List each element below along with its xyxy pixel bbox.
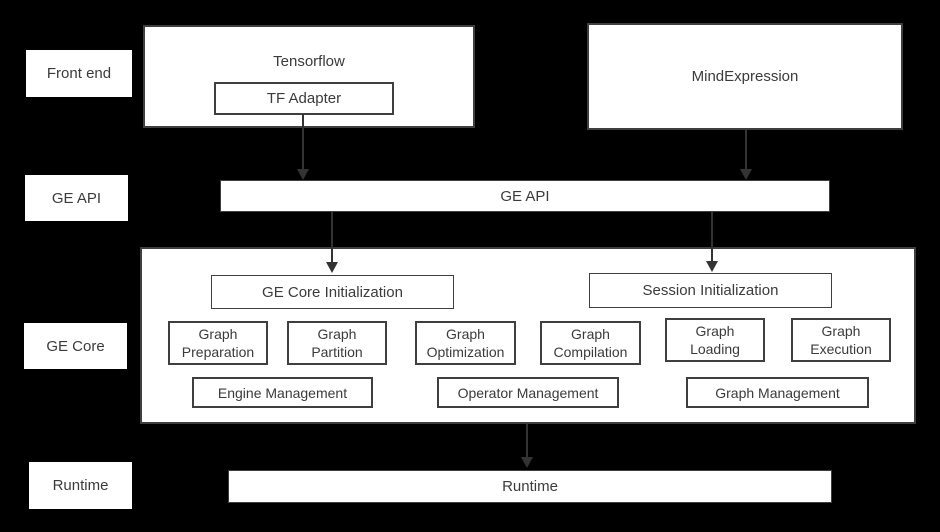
mindexpression-box: MindExpression xyxy=(587,23,903,130)
layer-label-runtime: Runtime xyxy=(29,462,132,509)
arrow-mindexpression-to-ge-api xyxy=(740,130,752,180)
manager-operator-management: Operator Management xyxy=(437,377,619,408)
arrow-ge-core-to-runtime xyxy=(521,424,533,468)
arrow-ge-api-to-session-init xyxy=(706,212,718,272)
layer-label-front-end: Front end xyxy=(26,50,132,97)
arrow-head-icon xyxy=(297,169,309,180)
module-graph-compilation: Graph Compilation xyxy=(540,321,641,365)
arrow-ge-api-to-ge-core-init xyxy=(326,212,338,273)
module-graph-execution: Graph Execution xyxy=(791,318,891,362)
arrow-stem xyxy=(526,424,528,458)
module-graph-partition: Graph Partition xyxy=(287,321,387,365)
layer-label-ge-api: GE API xyxy=(25,175,128,221)
module-graph-loading: Graph Loading xyxy=(665,318,765,362)
arrow-stem xyxy=(331,212,333,263)
layer-label-ge-core: GE Core xyxy=(24,323,127,369)
ge-api-bar: GE API xyxy=(220,180,830,212)
arrow-head-icon xyxy=(740,169,752,180)
manager-engine-management: Engine Management xyxy=(192,377,373,408)
arrow-stem xyxy=(745,130,747,170)
ge-core-initialization-box: GE Core Initialization xyxy=(211,275,454,309)
tensorflow-label: Tensorflow xyxy=(273,53,345,70)
session-initialization-box: Session Initialization xyxy=(589,273,832,308)
arrow-tf-adapter-to-ge-api xyxy=(297,114,309,180)
module-graph-optimization: Graph Optimization xyxy=(415,321,516,365)
arrow-head-icon xyxy=(326,262,338,273)
tf-adapter-box: TF Adapter xyxy=(214,82,394,115)
manager-graph-management: Graph Management xyxy=(686,377,869,408)
module-graph-preparation: Graph Preparation xyxy=(168,321,268,365)
arrow-head-icon xyxy=(521,457,533,468)
arrow-stem xyxy=(711,212,713,262)
tensorflow-box: Tensorflow TF Adapter xyxy=(143,25,475,128)
arrow-stem xyxy=(302,114,304,170)
arrow-head-icon xyxy=(706,261,718,272)
runtime-bar: Runtime xyxy=(228,470,832,503)
